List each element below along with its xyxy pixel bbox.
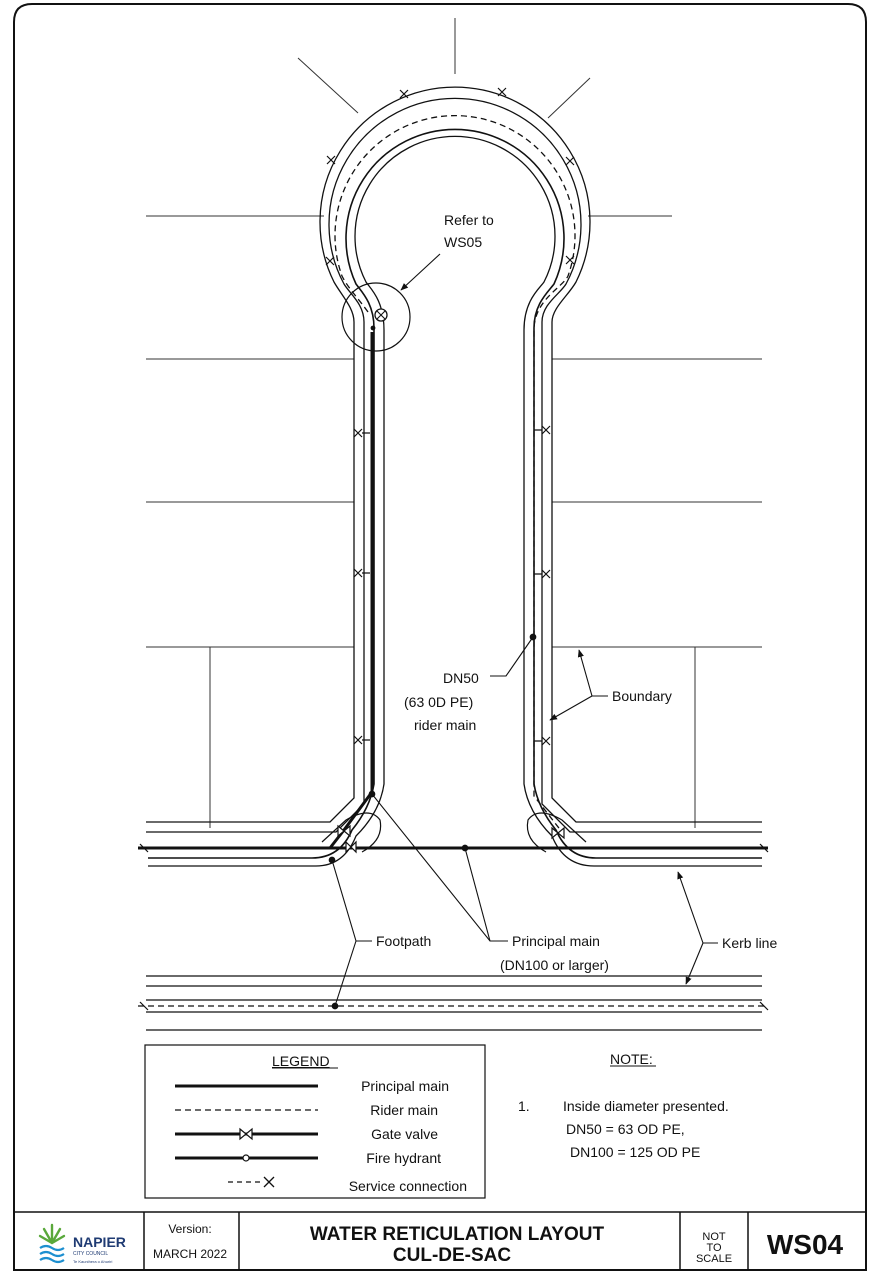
legend-item-service: Service connection	[349, 1178, 467, 1194]
note-title: NOTE:	[610, 1051, 653, 1067]
legend-symbol-gate-valve	[175, 1127, 318, 1141]
drawing-title-1: WATER RETICULATION LAYOUT	[310, 1224, 605, 1245]
culdesac-footpath-line	[146, 97, 762, 833]
principal-label-2: (DN100 or larger)	[500, 957, 609, 973]
kerb-crossing-right	[526, 812, 587, 853]
kerb-label: Kerb line	[722, 935, 777, 951]
legend-item-gate-valve: Gate valve	[371, 1126, 438, 1142]
legend-item-principal: Principal main	[361, 1078, 449, 1094]
principal-main-street-end	[139, 843, 769, 853]
lower-street	[138, 975, 769, 1031]
rider-main-culdesac	[334, 115, 576, 833]
logo-name: NAPIER	[73, 1234, 126, 1250]
rider-label-3: rider main	[414, 717, 476, 733]
refer-label-2: WS05	[444, 234, 482, 250]
version-label: Version:	[168, 1222, 211, 1236]
title-block	[14, 1211, 866, 1270]
note-line-2: DN50 = 63 OD PE,	[566, 1121, 685, 1137]
legend-item-hydrant: Fire hydrant	[366, 1150, 441, 1166]
gate-valves	[337, 824, 565, 854]
logo-sub: CITY COUNCIL	[73, 1251, 108, 1257]
drawing-number: WS04	[767, 1229, 844, 1260]
culdesac-boundary	[146, 86, 762, 823]
note-number: 1.	[518, 1098, 530, 1114]
note-line-1: Inside diameter presented.	[563, 1098, 729, 1114]
footpath-label: Footpath	[376, 933, 431, 949]
service-connections	[325, 87, 575, 746]
logo-leaf-icon	[38, 1223, 66, 1245]
drawing-title-2: CUL-DE-SAC	[393, 1245, 511, 1266]
rider-label-1: DN50	[443, 670, 479, 686]
legend-item-rider: Rider main	[370, 1102, 438, 1118]
napier-logo: NAPIER CITY COUNCIL Te Kaunihera o Ahuri…	[38, 1223, 126, 1264]
refer-label-1: Refer to	[444, 212, 494, 228]
legend-box	[144, 1044, 486, 1199]
logo-tag: Te Kaunihera o Ahuriri	[73, 1259, 112, 1264]
boundary-label: Boundary	[612, 688, 672, 704]
scale-line-1: NOT	[702, 1231, 726, 1243]
legend-symbol-fire-hydrant	[175, 1154, 318, 1162]
scale-line-3: SCALE	[696, 1253, 732, 1265]
principal-label-1: Principal main	[512, 933, 600, 949]
scale-line-2: TO	[706, 1242, 722, 1254]
sheet-border	[13, 3, 867, 1271]
culdesac-road-edge	[148, 135, 762, 867]
ws05-detail-circle	[341, 282, 411, 352]
rider-label-2: (63 0D PE)	[404, 694, 473, 710]
principal-main-branch	[328, 332, 374, 849]
property-boundaries	[146, 18, 762, 828]
legend-title: LEGEND	[272, 1053, 330, 1069]
logo-wave-icon	[39, 1244, 65, 1264]
note-line-3: DN100 = 125 OD PE	[570, 1144, 700, 1160]
version-value: MARCH 2022	[153, 1247, 227, 1261]
legend-symbol-service	[228, 1176, 275, 1188]
leader-lines	[328, 253, 718, 1010]
